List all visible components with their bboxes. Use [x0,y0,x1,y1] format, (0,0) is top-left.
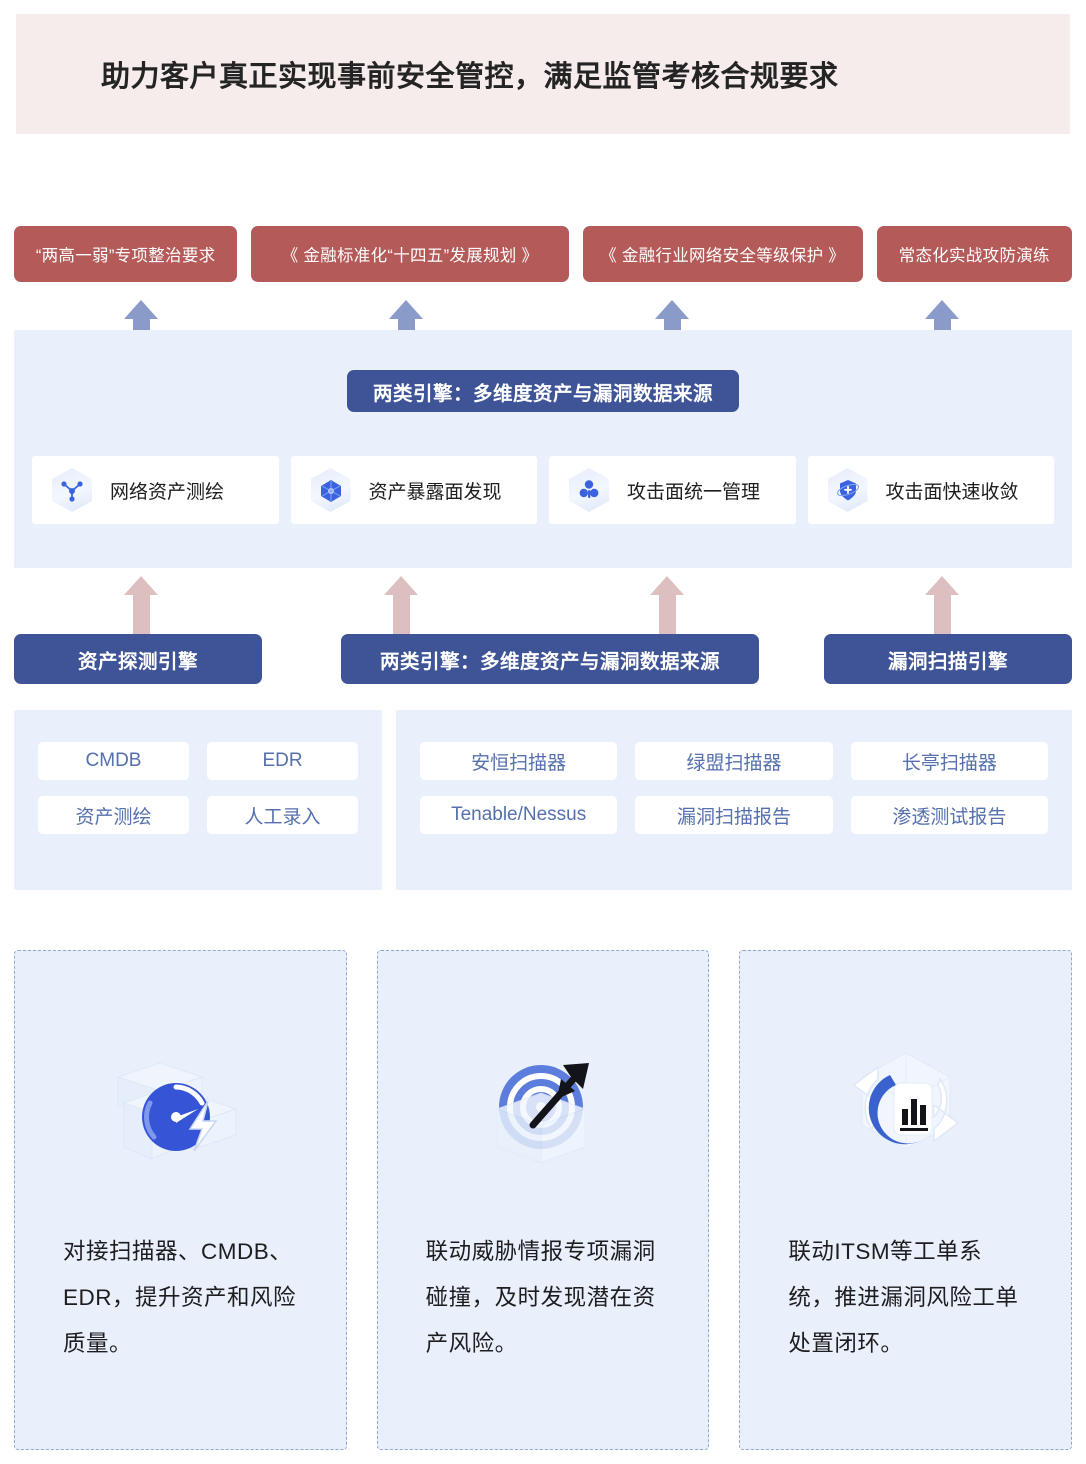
feature-description: 对接扫描器、CMDB、EDR，提升资产和风险质量。 [63,1239,297,1356]
up-arrow-rose-1 [124,576,158,635]
clover-management-icon [569,468,609,512]
capability-card-1[interactable]: 资产暴露面发现 [290,456,537,524]
asset-discovery-engine-label[interactable]: 资产探测引擎 [14,634,262,684]
arrow-head [389,300,423,319]
asset-source-panel: CMDB EDR 资产测绘 人工录入 [14,710,382,890]
capability-label: 网络资产测绘 [110,481,225,503]
vuln-source-chip-2[interactable]: 长亭扫描器 [850,742,1048,780]
arrow-head [925,576,959,595]
asset-source-grid: CMDB EDR 资产测绘 人工录入 [14,710,382,866]
engine-panel-header: 两类引擎：多维度资产与漏洞数据来源 [346,370,740,412]
compliance-item-1[interactable]: 《 金融标准化“十四五”发展规划 》 [251,226,569,282]
report-cycle-icon [816,1029,996,1179]
capability-card-row: 网络资产测绘 资产暴露面发现 [32,456,1054,524]
capability-card-2[interactable]: 攻击面统一管理 [549,456,796,524]
arrow-shaft [132,595,150,635]
compliance-item-2[interactable]: 《 金融行业网络安全等级保护 》 [582,226,863,282]
up-arrow-rose-3 [650,576,684,635]
capability-card-3[interactable]: 攻击面快速收敛 [807,456,1054,524]
vuln-source-chip-4[interactable]: 漏洞扫描报告 [635,796,833,834]
title-banner: 助力客户真正实现事前安全管控，满足监管考核合规要求 [16,14,1070,134]
engine-capability-panel: 两类引擎：多维度资产与漏洞数据来源 网络资产测绘 [14,330,1072,568]
vuln-source-chip-1[interactable]: 绿盟扫描器 [635,742,833,780]
capability-label: 资产暴露面发现 [368,481,502,503]
network-topology-icon [52,468,92,512]
up-arrow-rose-4 [925,576,959,635]
vuln-source-chip-5[interactable]: 渗透测试报告 [850,796,1048,834]
feature-card-1[interactable]: 联动威胁情报专项漏洞碰撞，及时发现潜在资产风险。 [376,950,710,1450]
target-dart-icon [453,1029,633,1179]
compliance-requirements-row: “两高一弱”专项整治要求 《 金融标准化“十四五”发展规划 》 《 金融行业网络… [14,226,1072,282]
arrow-shaft [658,595,676,635]
vuln-scan-engine-label[interactable]: 漏洞扫描引擎 [824,634,1072,684]
compliance-item-3[interactable]: 常态化实战攻防演练 [876,226,1072,282]
arrow-head [650,576,684,595]
asset-source-chip-3[interactable]: 人工录入 [207,796,358,834]
arrow-shaft [933,595,951,635]
vuln-source-grid: 安恒扫描器 绿盟扫描器 长亭扫描器 Tenable/Nessus 漏洞扫描报告 … [396,710,1072,866]
feature-card-2[interactable]: 联动ITSM等工单系统，推进漏洞风险工单处置闭环。 [739,950,1073,1450]
arrow-head [124,300,158,319]
arrow-shaft [392,595,410,635]
capability-label: 攻击面统一管理 [627,481,761,503]
arrow-head [925,300,959,319]
asset-source-chip-1[interactable]: EDR [207,742,358,780]
compliance-item-0[interactable]: “两高一弱”专项整治要求 [14,226,238,282]
feature-card-row: 对接扫描器、CMDB、EDR，提升资产和风险质量。 [14,950,1073,1450]
vuln-source-chip-3[interactable]: Tenable/Nessus [420,796,618,834]
up-arrow-rose-2 [384,576,418,635]
vuln-source-chip-0[interactable]: 安恒扫描器 [420,742,618,780]
shield-convergence-icon [827,468,868,512]
capability-card-0[interactable]: 网络资产测绘 [32,456,279,524]
capability-label: 攻击面快速收敛 [885,481,1019,503]
asset-source-chip-2[interactable]: 资产测绘 [38,796,189,834]
vuln-source-panel: 安恒扫描器 绿盟扫描器 长亭扫描器 Tenable/Nessus 漏洞扫描报告 … [396,710,1072,890]
arrow-head [384,576,418,595]
gauge-lightning-icon [90,1029,270,1179]
page-title: 助力客户真正实现事前安全管控，满足监管考核合规要求 [101,61,839,93]
feature-description: 联动威胁情报专项漏洞碰撞，及时发现潜在资产风险。 [425,1239,656,1356]
feature-description: 联动ITSM等工单系统，推进漏洞风险工单处置闭环。 [788,1239,1019,1356]
dual-engine-label[interactable]: 两类引擎：多维度资产与漏洞数据来源 [341,634,759,684]
arrow-head [655,300,689,319]
engine-label-row: 资产探测引擎 两类引擎：多维度资产与漏洞数据来源 漏洞扫描引擎 [14,634,1072,684]
arrow-head [124,576,158,595]
exposure-surface-icon [310,468,351,512]
asset-source-chip-0[interactable]: CMDB [38,742,189,780]
feature-card-0[interactable]: 对接扫描器、CMDB、EDR，提升资产和风险质量。 [14,950,347,1450]
